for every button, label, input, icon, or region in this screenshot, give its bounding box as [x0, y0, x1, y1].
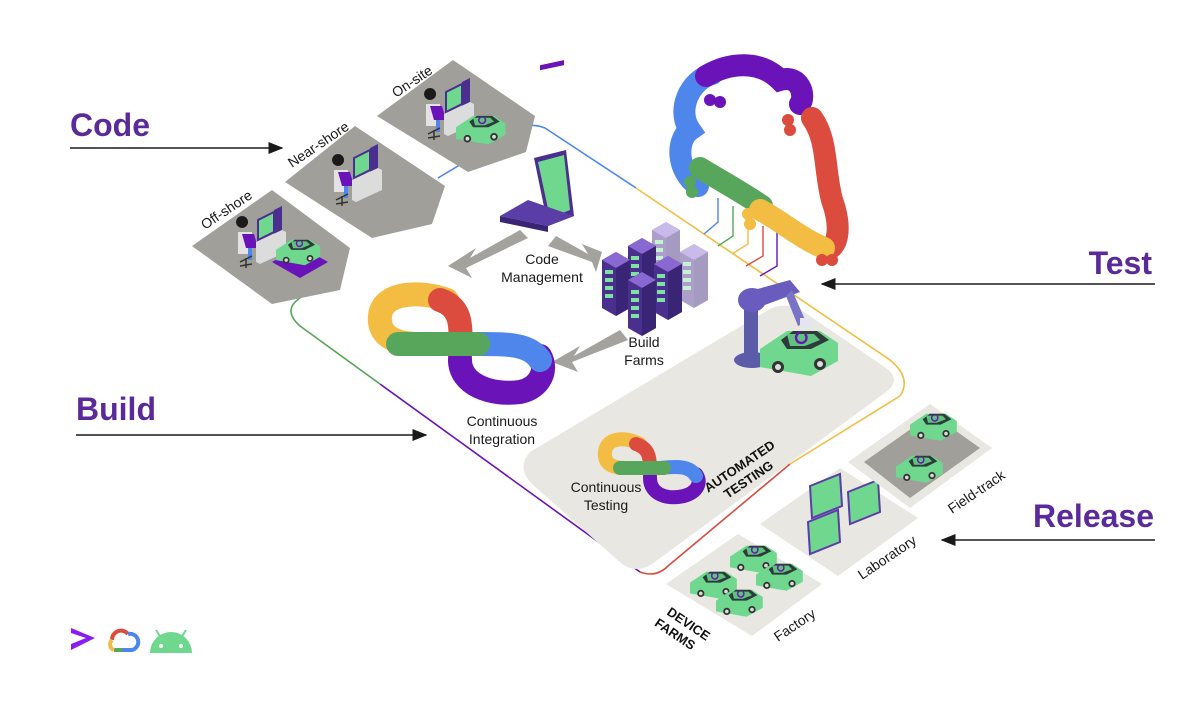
stage-test-label: Test — [1089, 245, 1153, 281]
accenture-logo — [71, 628, 95, 650]
hand-grips — [684, 94, 838, 266]
stage-code: Code — [70, 107, 284, 154]
code-management-label: Code Management — [501, 251, 583, 285]
arrow-to-ci — [448, 230, 528, 278]
workstation-offshore: Off-shore — [192, 187, 350, 304]
collaboration-cloud-icon — [669, 54, 849, 261]
svg-text:Build: Build — [628, 334, 659, 350]
stage-test: Test — [820, 245, 1155, 290]
device-farms-title: DEVICE FARMS — [652, 604, 713, 653]
stage-release-label: Release — [1033, 498, 1154, 534]
stage-build: Build — [76, 391, 428, 441]
continuous-testing-label: Continuous Testing — [571, 479, 642, 513]
continuous-integration-label: Continuous Integration — [467, 413, 538, 447]
svg-text:Farms: Farms — [624, 352, 664, 368]
arrow-build-to-ci — [552, 330, 628, 372]
tile-factory — [666, 534, 822, 636]
workstation-onsite: On-site — [377, 60, 535, 172]
svg-text:Continuous: Continuous — [571, 479, 642, 495]
svg-text:Testing: Testing — [584, 497, 628, 513]
arrow-to-build-farms — [548, 236, 602, 272]
svg-text:Integration: Integration — [469, 431, 535, 447]
build-farms-label: Build Farms — [624, 334, 664, 368]
stage-build-label: Build — [76, 391, 156, 427]
continuous-testing-icon — [597, 432, 706, 505]
tablet-icon — [806, 472, 882, 556]
android-logo — [150, 629, 192, 653]
stage-release: Release — [940, 498, 1155, 546]
build-farms-icon — [602, 222, 708, 336]
svg-text:Code: Code — [525, 251, 559, 267]
svg-text:Continuous: Continuous — [467, 413, 538, 429]
svg-text:Management: Management — [501, 269, 583, 285]
laptop-icon — [500, 60, 574, 232]
google-cloud-logo — [108, 628, 141, 652]
stage-code-label: Code — [70, 107, 150, 143]
continuous-integration-icon — [367, 282, 555, 405]
